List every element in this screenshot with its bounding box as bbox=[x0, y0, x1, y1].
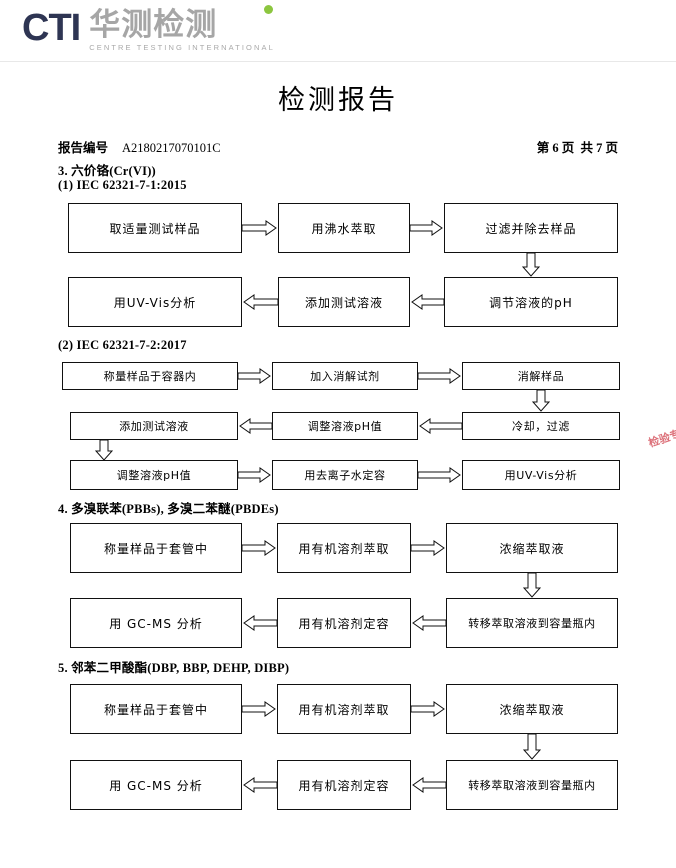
section-heading-3: 3. 六价铬(Cr(VI)) bbox=[58, 164, 156, 178]
flow2-arrow-right-2 bbox=[418, 366, 462, 386]
flow3-arrow-left-1 bbox=[411, 613, 446, 633]
flow3-arrow-down-1 bbox=[522, 573, 542, 598]
flow1-box-3: 过滤并除去样品 bbox=[444, 203, 618, 253]
flow2-arrow-left-1 bbox=[418, 416, 462, 436]
flow1-arrow-down-1 bbox=[521, 253, 541, 277]
flow3-arrow-right-1 bbox=[242, 538, 277, 558]
header-divider bbox=[0, 61, 676, 62]
flow4-box-3: 浓缩萃取液 bbox=[446, 684, 618, 734]
flow3-arrow-left-2 bbox=[242, 613, 277, 633]
flow2-arrow-right-1 bbox=[238, 366, 272, 386]
flow2-box-4: 冷却，过滤 bbox=[462, 412, 620, 440]
flow3-box-3: 浓缩萃取液 bbox=[446, 523, 618, 573]
flow1-box-5: 添加测试溶液 bbox=[278, 277, 410, 327]
flow1-box-1: 取适量测试样品 bbox=[68, 203, 242, 253]
flow2-arrow-down-1 bbox=[531, 390, 551, 412]
flow4-arrow-left-2 bbox=[242, 775, 277, 795]
report-number-block: 报告编号 A2180217070101C bbox=[58, 137, 221, 156]
flow2-box-9: 用UV-Vis分析 bbox=[462, 460, 620, 490]
logo-chinese-wrap: 华测检测 CENTRE TESTING INTERNATIONAL bbox=[89, 7, 275, 53]
flow3-box-4: 转移萃取溶液到容量瓶内 bbox=[446, 598, 618, 648]
flow4-arrow-down-1 bbox=[522, 734, 542, 760]
flow3-box-5: 用有机溶剂定容 bbox=[277, 598, 411, 648]
report-number-label: 报告编号 bbox=[58, 141, 109, 155]
section-heading-4: 4. 多溴联苯(PBBs), 多溴二苯醚(PBDEs) bbox=[58, 502, 279, 516]
flow4-arrow-right-1 bbox=[242, 699, 277, 719]
flow1-arrow-left-1 bbox=[410, 292, 444, 312]
flow3-arrow-right-2 bbox=[411, 538, 446, 558]
flow1-arrow-left-2 bbox=[242, 292, 278, 312]
flow1-box-2: 用沸水萃取 bbox=[278, 203, 410, 253]
flow3-box-1: 称量样品于套管中 bbox=[70, 523, 242, 573]
flow2-box-3: 消解样品 bbox=[462, 362, 620, 390]
flow4-arrow-right-2 bbox=[411, 699, 446, 719]
flow2-box-7: 调整溶液pH值 bbox=[70, 460, 238, 490]
flow4-box-4: 转移萃取溶液到容量瓶内 bbox=[446, 760, 618, 810]
cti-logo: CTI 华测检测 CENTRE TESTING INTERNATIONAL bbox=[22, 5, 275, 53]
seal-text: 检验专用 bbox=[646, 428, 676, 450]
red-seal-watermark: 检验专用 bbox=[642, 428, 676, 534]
flow3-box-2: 用有机溶剂萃取 bbox=[277, 523, 411, 573]
flow4-box-6: 用 GC-MS 分析 bbox=[70, 760, 242, 810]
flow2-arrow-left-2 bbox=[238, 416, 272, 436]
flow2-arrow-down-2 bbox=[94, 440, 114, 461]
flow2-arrow-right-3 bbox=[238, 465, 272, 485]
flow1-box-4: 调节溶液的pH bbox=[444, 277, 618, 327]
flow3-box-6: 用 GC-MS 分析 bbox=[70, 598, 242, 648]
flow4-box-2: 用有机溶剂萃取 bbox=[277, 684, 411, 734]
section-subheading-3-1: (1) IEC 62321-7-1:2015 bbox=[58, 178, 187, 192]
logo-english-text: CENTRE TESTING INTERNATIONAL bbox=[89, 43, 275, 52]
flow1-box-6: 用UV-Vis分析 bbox=[68, 277, 242, 327]
flow2-box-2: 加入消解试剂 bbox=[272, 362, 418, 390]
flow2-box-6: 添加测试溶液 bbox=[70, 412, 238, 440]
logo-cti-text: CTI bbox=[22, 7, 81, 49]
header-logo-band: CTI 华测检测 CENTRE TESTING INTERNATIONAL bbox=[0, 0, 676, 62]
section-subheading-3-2: (2) IEC 62321-7-2:2017 bbox=[58, 338, 187, 352]
flow2-arrow-right-4 bbox=[418, 465, 462, 485]
flow4-box-1: 称量样品于套管中 bbox=[70, 684, 242, 734]
flow1-arrow-right-2 bbox=[410, 218, 444, 238]
logo-chinese-text: 华测检测 bbox=[89, 7, 218, 43]
flow2-box-8: 用去离子水定容 bbox=[272, 460, 418, 490]
section-heading-5: 5. 邻苯二甲酸酯(DBP, BBP, DEHP, DIBP) bbox=[58, 661, 290, 675]
flow4-arrow-left-1 bbox=[411, 775, 446, 795]
report-number-value: A2180217070101C bbox=[122, 141, 221, 155]
flow2-box-1: 称量样品于容器内 bbox=[62, 362, 238, 390]
flow1-arrow-right-1 bbox=[242, 218, 278, 238]
flow4-box-5: 用有机溶剂定容 bbox=[277, 760, 411, 810]
logo-green-dot-icon bbox=[263, 5, 273, 14]
page-indicator: 第 6 页 共 7 页 bbox=[536, 141, 618, 155]
page-title: 检测报告 bbox=[278, 85, 398, 116]
flow2-box-5: 调整溶液pH值 bbox=[272, 412, 418, 440]
